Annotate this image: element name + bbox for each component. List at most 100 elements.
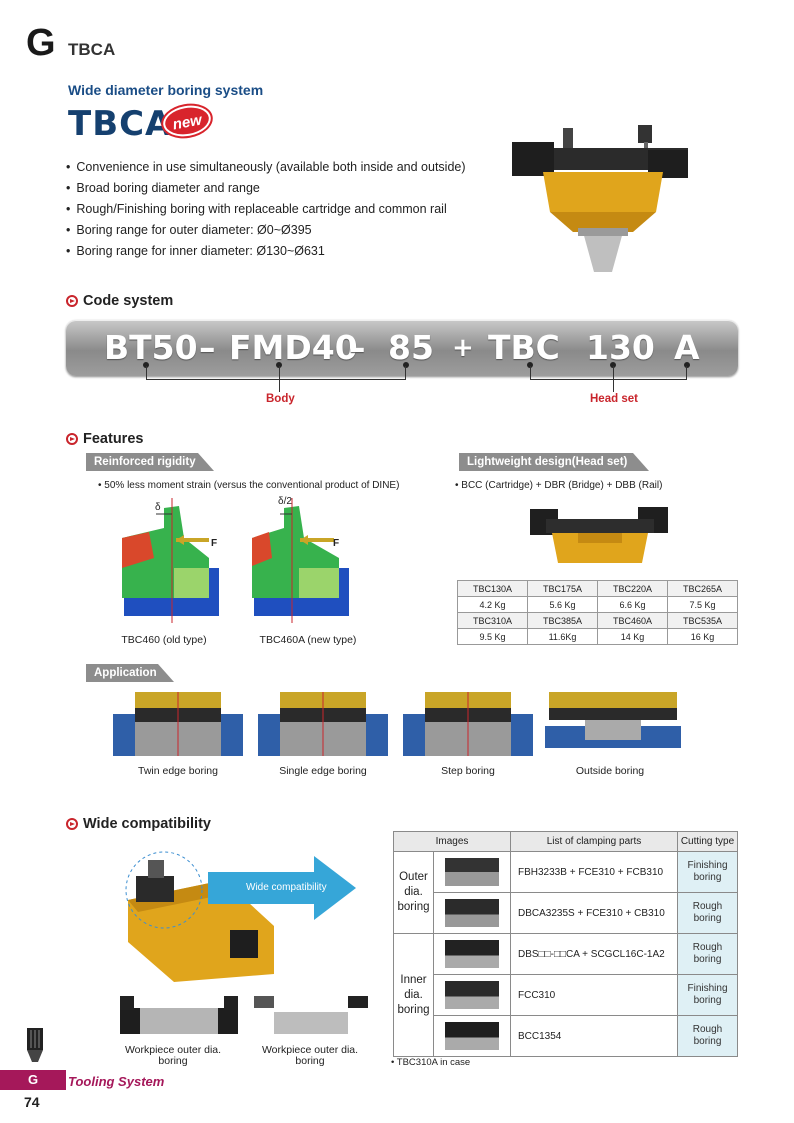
weight-cell: 6.6 Kg — [597, 596, 668, 613]
clamping-parts-table: Images List of clamping parts Cutting ty… — [393, 831, 738, 1057]
table-row: Outer dia. boring FBH3233B + FCE310 + FC… — [393, 851, 738, 934]
workpiece-image-left — [120, 996, 238, 1034]
marker-dot — [684, 362, 690, 368]
column-header: List of clamping parts — [510, 831, 678, 852]
weight-cell: TBC460A — [597, 612, 668, 629]
bullet-item: Broad boring diameter and range — [66, 178, 466, 199]
code-separator: – — [349, 328, 366, 367]
product-subtitle: Wide diameter boring system — [68, 82, 264, 98]
weight-cell: 11.6Kg — [527, 628, 598, 645]
part-image — [445, 1022, 499, 1050]
part-image-cell — [433, 892, 511, 934]
table-row: BCC1354 Rough boring — [394, 1015, 738, 1057]
code-plus: + — [452, 333, 474, 363]
weight-cell: 9.5 Kg — [457, 628, 528, 645]
compatibility-arrow — [208, 856, 356, 920]
bracket-tick — [279, 366, 280, 380]
chapter-tab: G — [0, 1070, 66, 1090]
cut-type-cell: Rough boring — [677, 892, 738, 934]
cut-type-cell: Rough boring — [677, 1015, 738, 1057]
code-bar — [66, 320, 738, 376]
part-image-cell — [433, 974, 511, 1016]
cut-type-cell: Finishing boring — [677, 851, 738, 893]
parts-cell: DBCA3235S + FCE310 + CB310 — [510, 892, 678, 934]
table-row: DBCA3235S + FCE310 + CB310 Rough boring — [394, 892, 738, 934]
weight-cell: TBC175A — [527, 580, 598, 597]
compatibility-arrow-label: Wide compatibility — [246, 882, 327, 893]
workpiece-caption-right: Workpiece outer dia. boring — [261, 1044, 359, 1067]
reinforced-rigidity-tab: Reinforced rigidity — [86, 453, 214, 471]
app-caption: Twin edge boring — [138, 765, 218, 777]
column-header: Images — [393, 831, 511, 852]
parts-cell: FBH3233B + FCE310 + FCB310 — [510, 851, 678, 893]
app-image-outside — [545, 692, 681, 748]
feature-bullets: Convenience in use simultaneously (avail… — [66, 157, 466, 262]
marker-dot — [527, 362, 533, 368]
weight-table-row: 4.2 Kg 5.6 Kg 6.6 Kg 7.5 Kg — [457, 596, 738, 613]
app-image-single — [258, 692, 388, 756]
code-part: TBC — [488, 328, 560, 367]
head-set-image — [530, 507, 668, 563]
parts-cell: BCC1354 — [510, 1015, 678, 1057]
section-arrow-icon — [66, 818, 78, 830]
weight-table-row: TBC130A TBC175A TBC220A TBC265A — [457, 580, 738, 597]
code-part: BT50 — [104, 328, 198, 367]
group-outer: Outer dia. boring — [393, 851, 434, 934]
marker-dot — [610, 362, 616, 368]
code-part: 130 — [586, 328, 655, 367]
cut-type-cell: Finishing boring — [677, 974, 738, 1016]
app-image-twin — [113, 692, 243, 756]
head-bracket — [530, 366, 687, 380]
weight-cell: TBC130A — [457, 580, 528, 597]
weight-cell: 16 Kg — [667, 628, 738, 645]
chapter-letter: G — [26, 22, 56, 64]
bracket-stem — [279, 380, 280, 392]
tool-holder-icon — [27, 1028, 43, 1062]
part-image — [445, 899, 499, 927]
weight-cell: 14 Kg — [597, 628, 668, 645]
part-image-cell — [433, 933, 511, 975]
code-part: A — [674, 328, 700, 367]
bracket-tick — [613, 366, 614, 380]
part-image-cell — [433, 1015, 511, 1057]
page-number: 74 — [24, 1094, 40, 1110]
body-bracket — [146, 366, 406, 380]
delta-half-label: δ/2 — [278, 496, 292, 507]
table-header-row: Images List of clamping parts Cutting ty… — [393, 831, 738, 852]
product-hero-image — [512, 125, 688, 272]
app-caption: Step boring — [441, 765, 495, 777]
marker-dot — [403, 362, 409, 368]
cut-type-cell: Rough boring — [677, 933, 738, 975]
delta-label: δ — [155, 502, 161, 513]
weight-table-row: 9.5 Kg 11.6Kg 14 Kg 16 Kg — [457, 628, 738, 645]
chapter-title: TBCA — [68, 40, 116, 59]
product-logo: TBCA — [68, 104, 173, 144]
caption-old-type: TBC460 (old type) — [121, 634, 207, 646]
weight-cell: TBC385A — [527, 612, 598, 629]
weight-cell: TBC310A — [457, 612, 528, 629]
rigidity-note: • 50% less moment strain (versus the con… — [98, 480, 400, 491]
caption-new-type: TBC460A (new type) — [259, 634, 357, 646]
part-image — [445, 858, 499, 886]
app-image-step — [403, 692, 533, 756]
part-image — [445, 940, 499, 968]
application-tab: Application — [86, 664, 174, 682]
weight-cell: TBC535A — [667, 612, 738, 629]
rigidity-sim-new — [252, 498, 349, 623]
section-arrow-icon — [66, 295, 78, 307]
section-arrow-icon — [66, 433, 78, 445]
workpiece-caption-left: Workpiece outer dia. boring — [124, 1044, 222, 1067]
head-set-label: Head set — [590, 393, 638, 405]
wide-compatibility-heading: Wide compatibility — [66, 816, 211, 832]
parts-cell: DBS□□-□□CA + SCGCL16C-1A2 — [510, 933, 678, 975]
section-name: Tooling System — [68, 1074, 165, 1089]
weight-cell: 7.5 Kg — [667, 596, 738, 613]
part-image-cell — [433, 851, 511, 893]
code-separator: – — [199, 328, 216, 367]
code-part: FMD40 — [229, 328, 358, 367]
app-caption: Single edge boring — [279, 765, 367, 777]
parts-cell: FCC310 — [510, 974, 678, 1016]
column-header: Cutting type — [677, 831, 738, 852]
code-system-heading: Code system — [66, 293, 173, 309]
bullet-item: Convenience in use simultaneously (avail… — [66, 157, 465, 178]
